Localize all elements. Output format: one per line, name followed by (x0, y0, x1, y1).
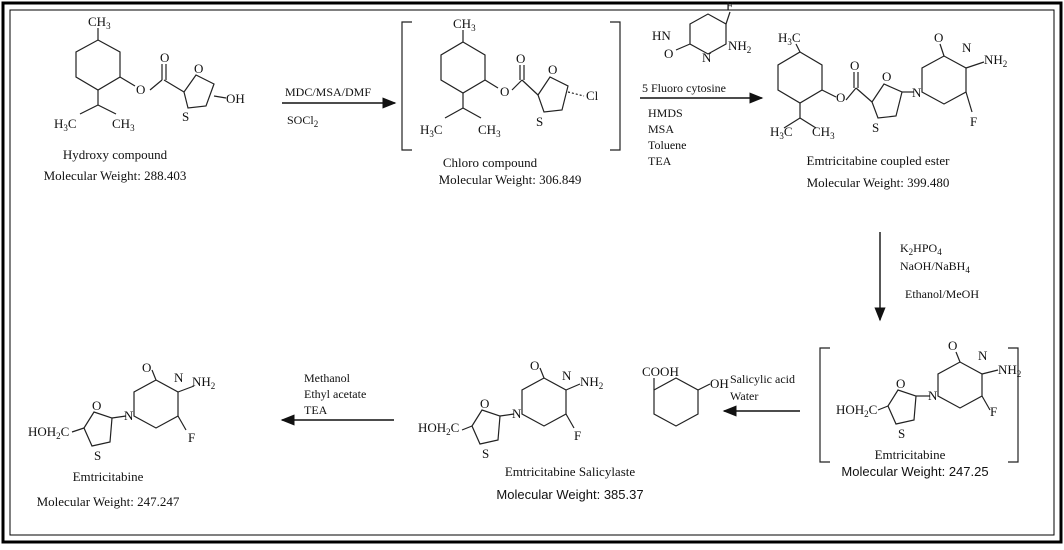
atom-oh: OH (226, 91, 245, 106)
atom-n: N (174, 370, 184, 385)
coupled-ester-name: Emtricitabine coupled ester (807, 153, 951, 168)
atom-o: O (548, 62, 557, 77)
step5-reagent-3: TEA (304, 403, 328, 417)
chloro-name: Chloro compound (443, 155, 538, 170)
atom-n: N (978, 348, 988, 363)
step3-reagent-3: Ethanol/MeOH (905, 287, 979, 301)
step1-reagent-2: SOCl2 (287, 113, 318, 129)
atom-nh2: NH2 (998, 362, 1021, 379)
atom-f: F (574, 428, 581, 443)
atom-nh2: NH2 (580, 374, 603, 391)
atom-o: O (882, 69, 891, 84)
step2-reagent-2: MSA (648, 122, 674, 136)
atom-f: F (726, 0, 733, 13)
atom-hoh2c: HOH2C (418, 420, 459, 437)
atom-o: O (516, 51, 525, 66)
atom-s: S (94, 448, 101, 463)
salicylate-structure (461, 367, 711, 445)
hydroxy-mw: Molecular Weight: 288.403 (44, 168, 187, 183)
atom-s: S (482, 446, 489, 461)
step4-reagent-2: Water (730, 389, 758, 403)
emtricitabine-mid-structure (819, 347, 1019, 463)
step3-reagent-1: K2HPO4 (900, 241, 942, 257)
atom-hoh2c: HOH2C (836, 402, 877, 419)
fluorocytosine-structure (675, 11, 731, 55)
step5-reagent-1: Methanol (304, 371, 351, 385)
atom-o: O (194, 61, 203, 76)
atom-n: N (912, 85, 922, 100)
atom-s: S (536, 114, 543, 129)
atom-ch3: CH3 (112, 116, 135, 133)
atom-h3c: H3C (420, 122, 443, 139)
salicylate-mw: Molecular Weight: 385.37 (496, 487, 643, 502)
atom-o: O (480, 396, 489, 411)
atom-s: S (898, 426, 905, 441)
atom-cl: Cl (586, 88, 599, 103)
atom-n: N (512, 406, 522, 421)
step2-reagent-4: TEA (648, 154, 672, 168)
atom-o: O (850, 58, 859, 73)
atom-o: O (142, 360, 151, 375)
atom-nh2: NH2 (192, 374, 215, 391)
atom-n: N (702, 50, 712, 65)
atom-o: O (92, 398, 101, 413)
atom-h3c: H3C (770, 124, 793, 141)
atom-o: O (160, 50, 169, 65)
salicylate-name: Emtricitabine Salicylaste (505, 464, 636, 479)
atom-o: O (896, 376, 905, 391)
atom-n: N (928, 388, 938, 403)
atom-cooh: COOH (642, 364, 679, 379)
emtricitabine-final-name: Emtricitabine (73, 469, 144, 484)
coupled-ester-mw: Molecular Weight: 399.480 (807, 175, 950, 190)
step1-reagent-1: MDC/MSA/DMF (285, 85, 371, 99)
atom-nh2: NH2 (728, 38, 751, 55)
emtricitabine-final-mw: Molecular Weight: 247.247 (37, 494, 180, 509)
atom-ch3: CH3 (812, 124, 835, 141)
step5-reagent-2: Ethyl acetate (304, 387, 366, 401)
atom-n: N (962, 40, 972, 55)
emtricitabine-mid-mw: Molecular Weight: 247.25 (841, 464, 988, 479)
atom-h3c: H3C (54, 116, 77, 133)
atom-o: O (136, 82, 145, 97)
atom-nh2: NH2 (984, 52, 1007, 69)
step4-reagent-1: Salicylic acid (730, 372, 795, 386)
emtricitabine-mid-name: Emtricitabine (875, 447, 946, 462)
hydroxy-name: Hydroxy compound (63, 147, 168, 162)
chloro-mw: Molecular Weight: 306.849 (439, 172, 582, 187)
atom-f: F (990, 404, 997, 419)
step3-reagent-2: NaOH/NaBH4 (900, 259, 970, 275)
hydroxy-structure (75, 28, 227, 115)
emtricitabine-final-structure (71, 369, 195, 447)
atom-n: N (562, 368, 572, 383)
atom-o: O (530, 358, 539, 373)
atom-o: O (948, 338, 957, 353)
step2-above: 5 Fluoro cytosine (642, 81, 726, 95)
step2-reagent-3: Toluene (648, 138, 686, 152)
inner-frame (9, 9, 1055, 536)
atom-o: O (664, 46, 673, 61)
atom-hn: HN (652, 28, 671, 43)
chloro-structure (401, 21, 621, 151)
atom-ch3: CH3 (453, 16, 476, 33)
atom-oh: OH (710, 376, 729, 391)
atom-h3c: H3C (778, 30, 801, 47)
atom-o: O (934, 30, 943, 45)
coupled-ester-structure (777, 43, 985, 129)
atom-n: N (124, 408, 134, 423)
atom-ch3: CH3 (478, 122, 501, 139)
atom-ch3: CH3 (88, 14, 111, 31)
atom-s: S (182, 109, 189, 124)
atom-f: F (188, 430, 195, 445)
atom-hoh2c: HOH2C (28, 424, 69, 441)
atom-o: O (836, 90, 845, 105)
atom-f: F (970, 114, 977, 129)
atom-o: O (500, 84, 509, 99)
step2-reagent-1: HMDS (648, 106, 683, 120)
atom-s: S (872, 120, 879, 135)
